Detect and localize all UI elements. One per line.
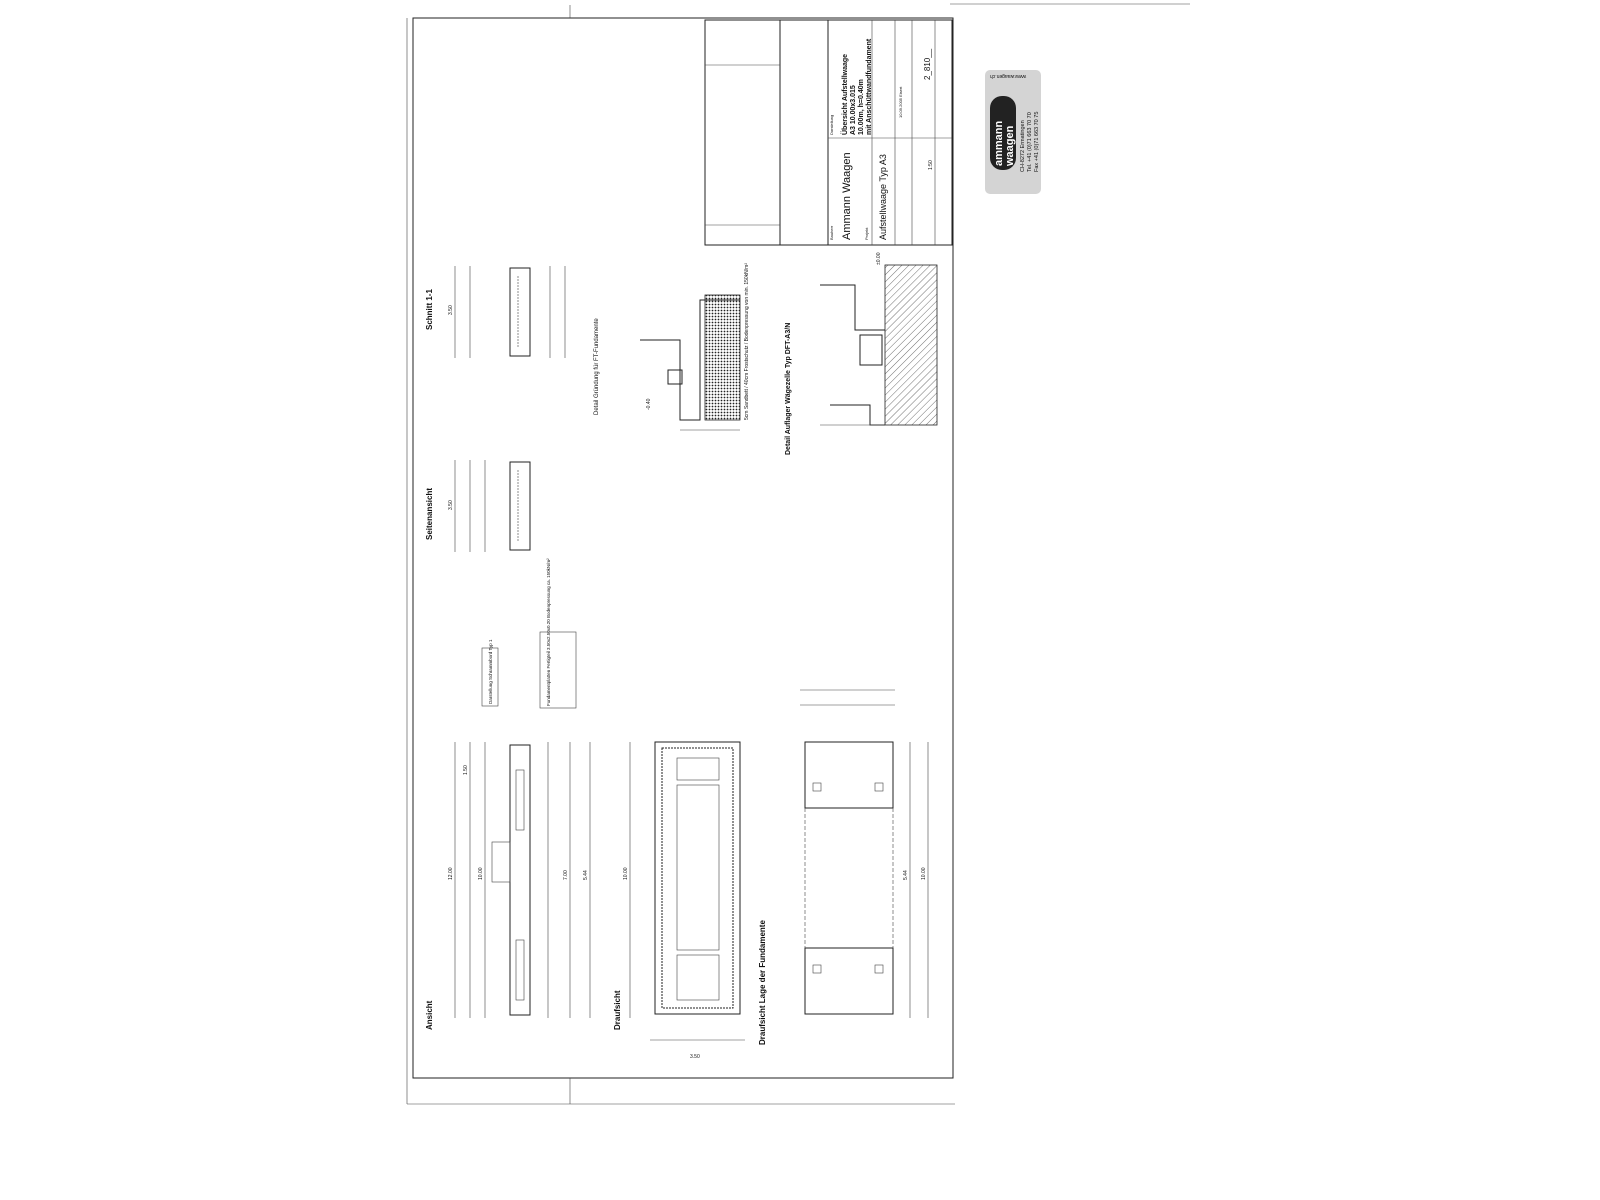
dim-bridge-length: 10.00	[623, 867, 629, 880]
company-logo: ammann waagen CH-8272 Ermatingen Tel. +4…	[985, 70, 1041, 194]
schnitt-view: 3.50	[448, 266, 566, 358]
ansicht-view: 12.00 1.50 10.00 7.00 5.44	[448, 742, 591, 1018]
view-detail-auflager: Detail Auflager Wägezelle Typ DFT-A3/N	[785, 323, 792, 455]
project-label: Projekt	[864, 227, 869, 240]
fundament-note-text: Fundamentplatten Fertigteil 3.50x2.50x0.…	[546, 558, 551, 706]
logo-web: www.waagen.ch	[990, 73, 1026, 79]
sheet-border	[412, 17, 954, 1079]
dim-bridge-length: 10.00	[478, 867, 484, 880]
desc-line: Übersicht Aufstellwaage	[840, 54, 849, 135]
dim-inner: 7.00	[563, 870, 569, 880]
fundament-note	[539, 631, 577, 709]
logo-address: CH-8272 Ermatingen	[1020, 120, 1026, 172]
schrammbord-note-text: Darstellung Schrammbord Typ 1	[488, 639, 493, 704]
dim-width: 3.50	[448, 305, 454, 315]
desc-line: A3 10.00x3.015	[850, 85, 857, 135]
dim-width: 3.50	[690, 1054, 700, 1060]
drawing-scale: 1:50	[928, 160, 934, 170]
project-name: Aufstellwaage Typ A3	[878, 154, 888, 240]
logo-tel: Tel. +41 (0)71 663 70 70	[1027, 112, 1033, 172]
draufsicht-view: 10.00 3.50	[623, 741, 745, 1060]
dim-level: ±0.00	[876, 252, 882, 265]
dim-center: 5.44	[903, 870, 909, 880]
desc-label: Darstellung	[829, 115, 834, 135]
view-lage: Draufsicht Lage der Fundamente	[758, 920, 767, 1045]
view-detail-gruendung: Detail Gründung für FT-Fundamente	[594, 318, 600, 415]
detail-auflager: ±0.00	[820, 252, 938, 426]
title-block: Ammann Waagen Bauherr Projekt Aufstellwa…	[704, 19, 953, 246]
fundament-layout-view: 5.44 10.00	[800, 689, 929, 1018]
dim-bridge-length: 10.00	[921, 867, 927, 880]
schrammbord-note	[481, 647, 499, 707]
dim-width: 3.50	[448, 500, 454, 510]
logo-text: waagen	[1004, 125, 1016, 167]
dim-center: 5.44	[583, 870, 589, 880]
dim-depth: -0.40	[646, 398, 652, 410]
seitenansicht-view: 3.50	[448, 460, 531, 552]
drawing-date: 10.09.2005 Eisert	[898, 86, 903, 118]
dim-end: 1.50	[463, 765, 469, 775]
view-seitenansicht: Seitenansicht	[425, 488, 434, 540]
view-schnitt: Schnitt 1-1	[425, 289, 434, 330]
desc-line: 10.00m, h=0.40m	[858, 79, 865, 135]
desc-line: mit Anschüttwandfundament	[866, 38, 873, 135]
sand-note: 5cm Sandbett / 40cm Frostschutz / Bodenp…	[744, 263, 750, 420]
detail-gruendung: -0.40	[640, 294, 741, 431]
view-draufsicht: Draufsicht	[613, 990, 622, 1030]
drawing-number: 2_810__	[923, 48, 932, 80]
logo-fax: Fax +41 (0)71 663 70 75	[1034, 112, 1040, 172]
logo-text: ammann	[993, 120, 1005, 166]
view-ansicht: Ansicht	[425, 1000, 434, 1030]
client-label: Bauherr	[829, 225, 834, 240]
client-name: Ammann Waagen	[841, 152, 853, 240]
dim-total-length: 12.00	[448, 867, 454, 880]
